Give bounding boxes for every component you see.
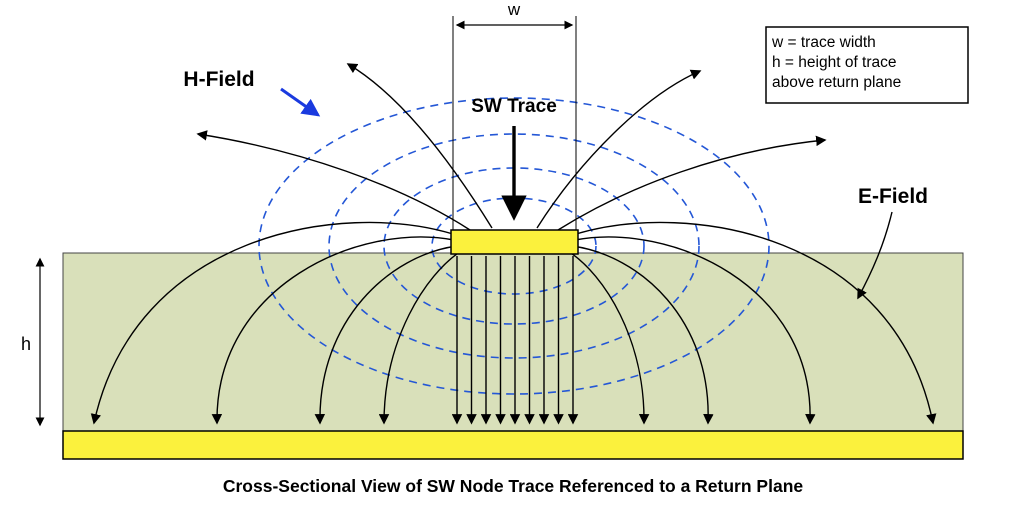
e-field-line (90, 221, 454, 425)
h-field-label: H-Field (183, 68, 254, 91)
e-field-line (211, 236, 455, 425)
sw-trace-rect (450, 229, 579, 255)
e-field-pointer-arrow (857, 211, 893, 300)
e-field-line (196, 130, 471, 231)
w-dimension: w (452, 0, 577, 230)
e-field-line (378, 250, 462, 425)
e-field-line (571, 245, 714, 425)
e-field-line (575, 221, 937, 425)
substrate-dielectric (62, 252, 964, 432)
e-field-line (557, 135, 827, 231)
legend-line-2: h = height of trace (772, 54, 897, 71)
diagram-caption: Cross-Sectional View of SW Node Trace Re… (223, 476, 804, 496)
h-dimension: h (21, 257, 45, 427)
h-field-loop (328, 133, 700, 359)
legend-border (765, 26, 969, 104)
h-field-loop (258, 97, 770, 395)
h-dimension-label: h (21, 334, 31, 354)
h-field-pointer-arrow (280, 87, 321, 117)
legend-box: w = trace width h = height of trace abov… (765, 26, 969, 104)
return-plane (62, 430, 964, 460)
legend-line-1: w = trace width (771, 34, 876, 51)
sw-trace-label: SW Trace (471, 96, 557, 117)
e-field-lines (90, 63, 937, 425)
e-field-line (346, 63, 493, 229)
legend-line-3: above return plane (772, 74, 901, 91)
e-field-line (314, 245, 458, 425)
w-dimension-label: w (507, 0, 521, 19)
e-field-line (574, 236, 816, 425)
e-field-line (536, 69, 702, 229)
e-field-line (567, 250, 650, 425)
e-field-label: E-Field (858, 185, 928, 208)
